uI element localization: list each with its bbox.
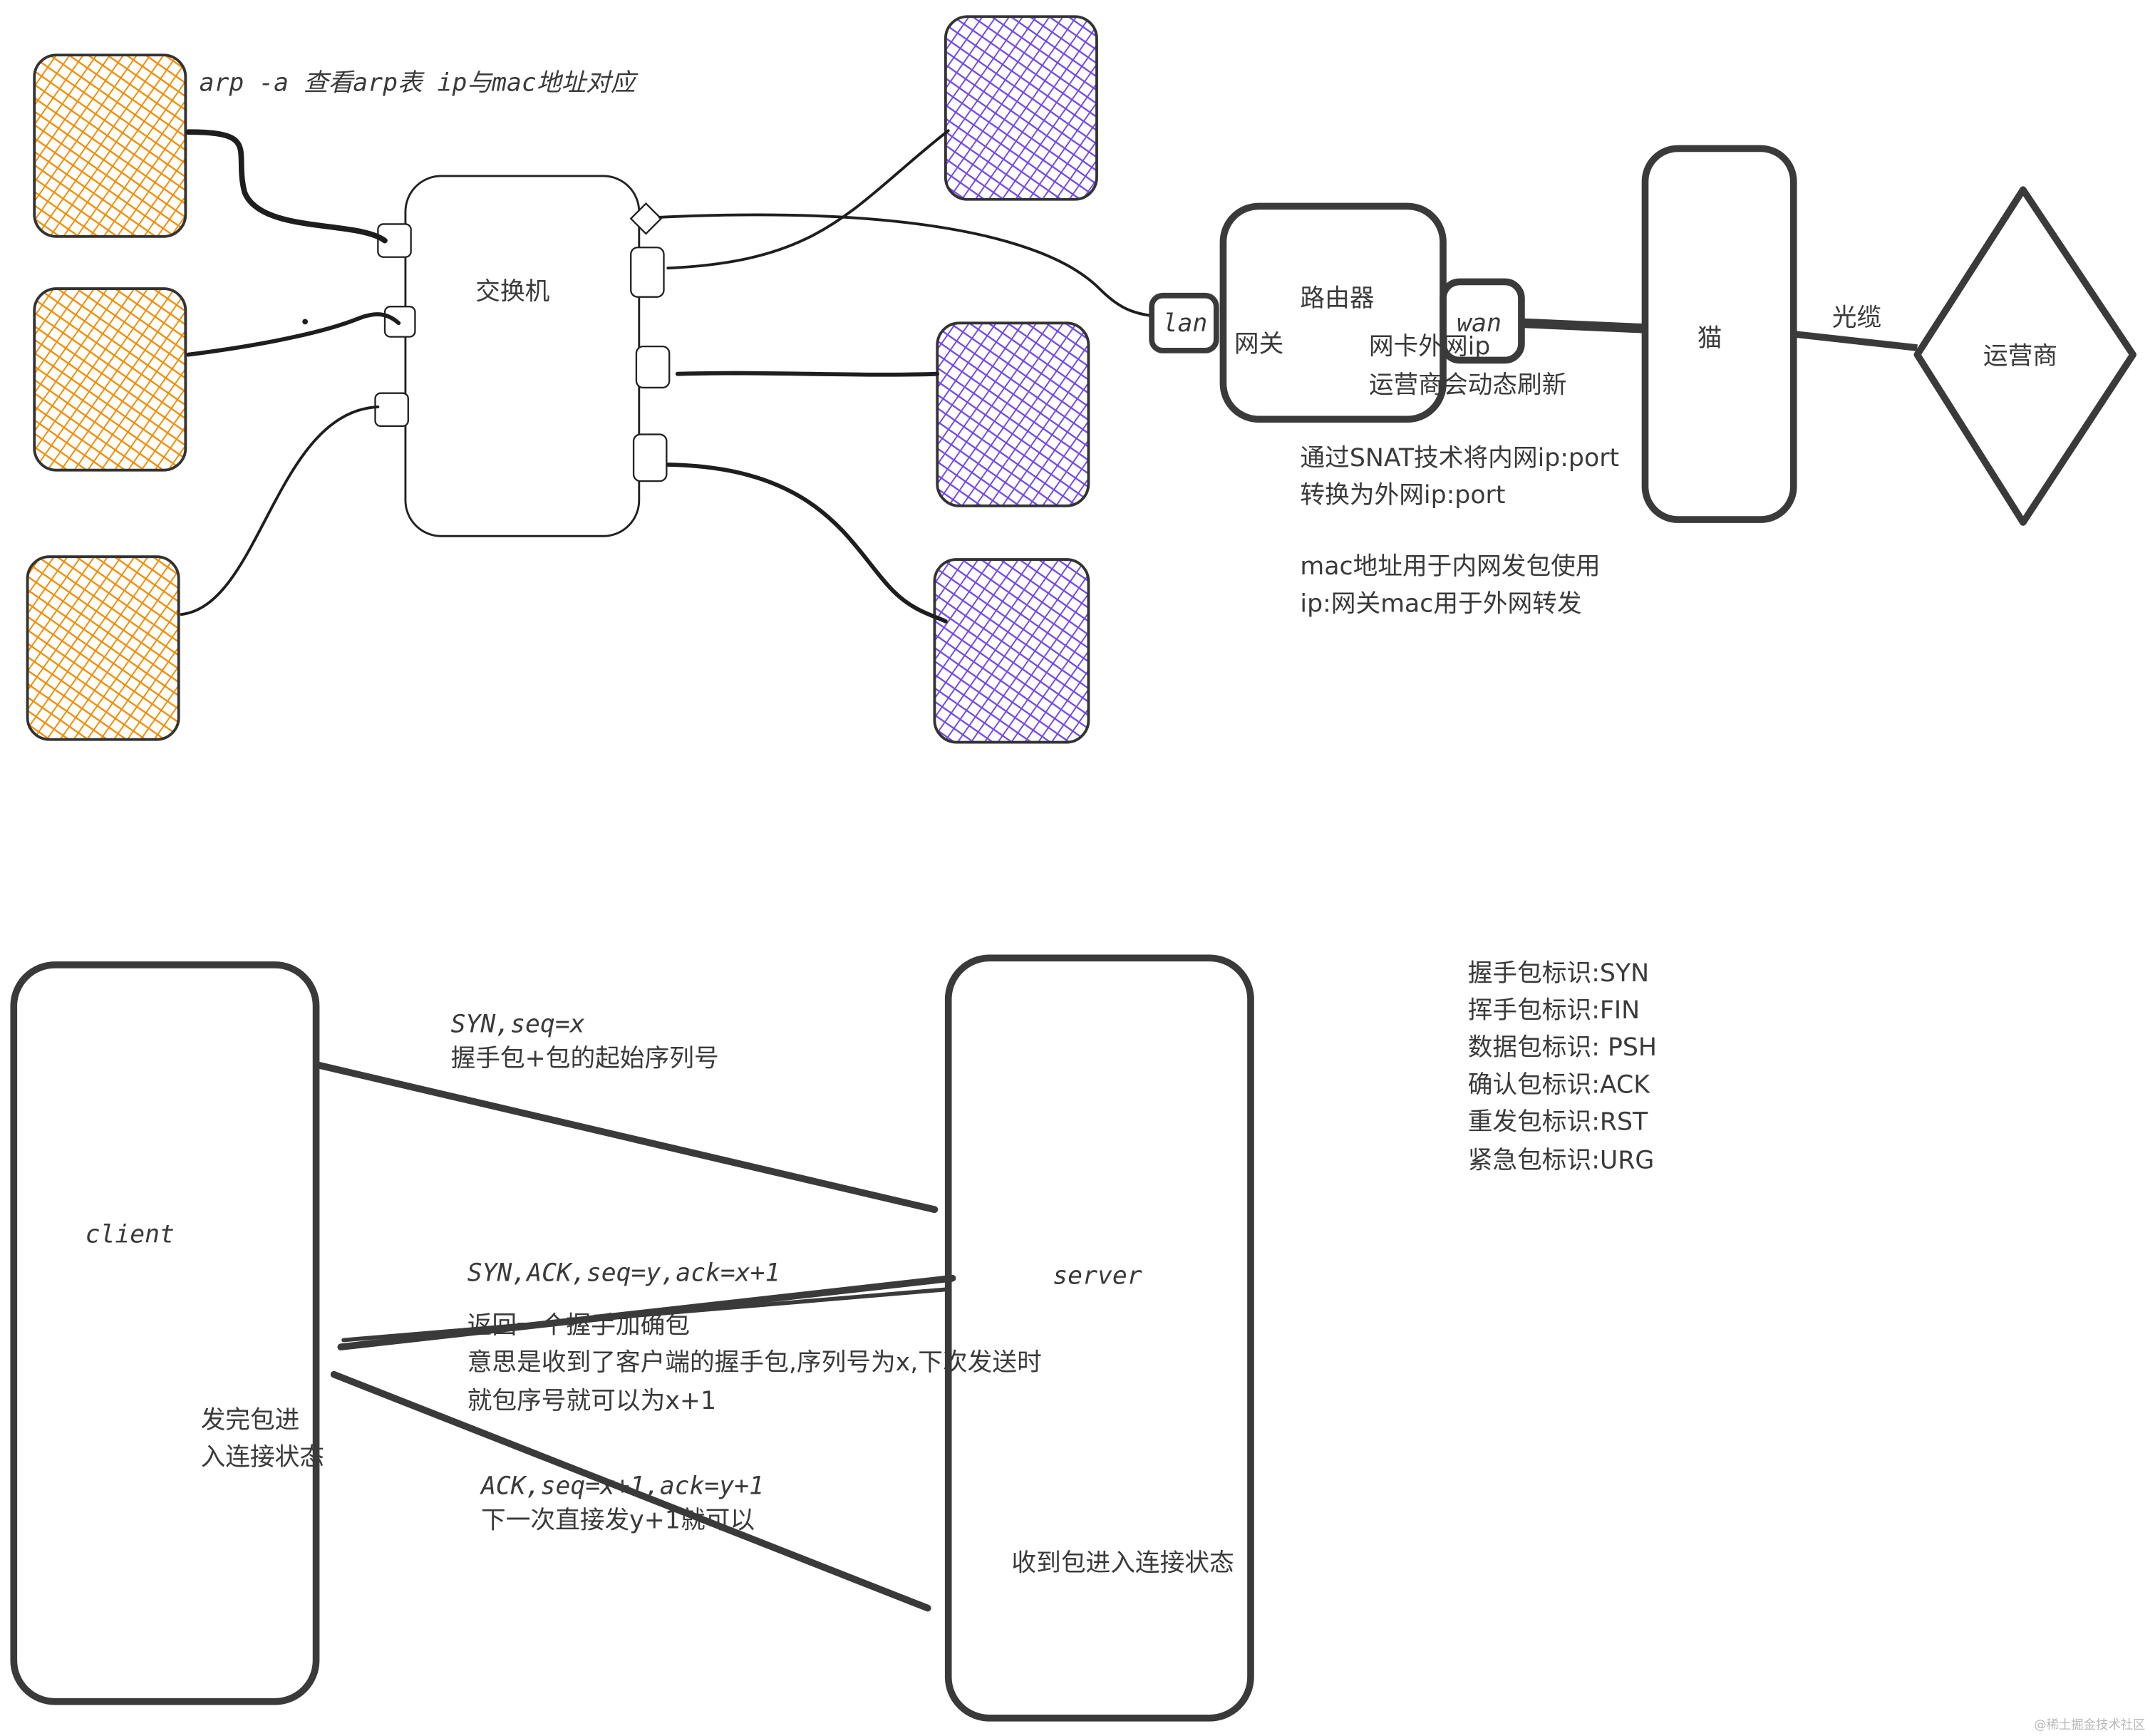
wan-label: wan xyxy=(1457,309,1502,338)
isp-diamond xyxy=(1913,186,2136,526)
cables xyxy=(180,129,1156,624)
client-box xyxy=(10,961,320,1705)
arp-note: arp -a 查看arp表 ip与mac地址对应 xyxy=(200,68,639,97)
client-state-1: 发完包进 xyxy=(201,1406,300,1435)
step2-line3: 意思是收到了客户端的握手包,序列号为x,下次发送时 xyxy=(467,1348,1042,1377)
router-label: 路由器 xyxy=(1300,284,1374,313)
server-state: 收到包进入连接状态 xyxy=(1011,1549,1234,1577)
step3-line2: 下一次直接发y+1就可以 xyxy=(481,1507,755,1535)
host-orange-3 xyxy=(26,555,180,741)
wan-ip-note-1: 网卡外网ip xyxy=(1369,333,1490,361)
mac-note-2: ip:网关mac用于外网转发 xyxy=(1300,589,1581,618)
handshake-arrows xyxy=(315,1061,956,1612)
host-purple-2 xyxy=(936,321,1090,507)
wan-port xyxy=(1440,278,1525,364)
switch-ports xyxy=(374,202,671,482)
snat-note-2: 转换为外网ip:port xyxy=(1300,481,1505,510)
flag-item: 数据包标识: PSH xyxy=(1468,1033,1657,1062)
fiber-label: 光缆 xyxy=(1832,304,1881,332)
flag-item: 握手包标识:SYN xyxy=(1468,959,1649,988)
host-purple-3 xyxy=(933,558,1090,744)
step1-line1: SYN,seq=x xyxy=(451,1010,585,1038)
step1-line2: 握手包+包的起始序列号 xyxy=(451,1045,719,1073)
step2-line1: SYN,ACK,seq=y,ack=x+1 xyxy=(467,1259,780,1288)
flag-item: 重发包标识:RST xyxy=(1468,1107,1648,1136)
gateway-label: 网关 xyxy=(1234,330,1283,358)
snat-note-1: 通过SNAT技术将内网ip:port xyxy=(1300,444,1619,472)
wan-modem-cable xyxy=(1521,318,1647,334)
host-orange-2 xyxy=(33,287,187,472)
flag-item: 确认包标识:ACK xyxy=(1468,1070,1651,1099)
fiber-cable xyxy=(1793,330,1918,351)
client-label: client xyxy=(86,1221,175,1249)
modem-label: 猫 xyxy=(1697,324,1722,353)
server-label: server xyxy=(1053,1261,1142,1290)
mac-note-1: mac地址用于内网发包使用 xyxy=(1300,552,1600,581)
host-purple-1 xyxy=(944,15,1098,201)
switch-label: 交换机 xyxy=(475,278,549,306)
lan-label: lan xyxy=(1163,309,1208,338)
flag-item: 紧急包标识:URG xyxy=(1468,1146,1655,1174)
watermark: @稀土掘金技术社区 xyxy=(2034,1718,2145,1732)
server-box xyxy=(944,954,1254,1722)
flag-list: 握手包标识:SYN 挥手包标识:FIN 数据包标识: PSH 确认包标识:ACK… xyxy=(1468,959,1657,1174)
step2-line2: 返回一个握手加确包 xyxy=(467,1311,690,1340)
wan-ip-note-2: 运营商会动态刷新 xyxy=(1369,371,1567,400)
host-orange-1 xyxy=(33,53,187,238)
flag-item: 挥手包标识:FIN xyxy=(1468,996,1640,1025)
lan-port xyxy=(1149,292,1219,353)
isp-label: 运营商 xyxy=(1983,342,2057,371)
switch-box xyxy=(404,175,641,537)
step3-line1: ACK,seq=x+1,ack=y+1 xyxy=(480,1472,764,1500)
client-state-2: 入连接状态 xyxy=(201,1443,325,1472)
step2-line4: 就包序号就可以为x+1 xyxy=(467,1387,716,1415)
